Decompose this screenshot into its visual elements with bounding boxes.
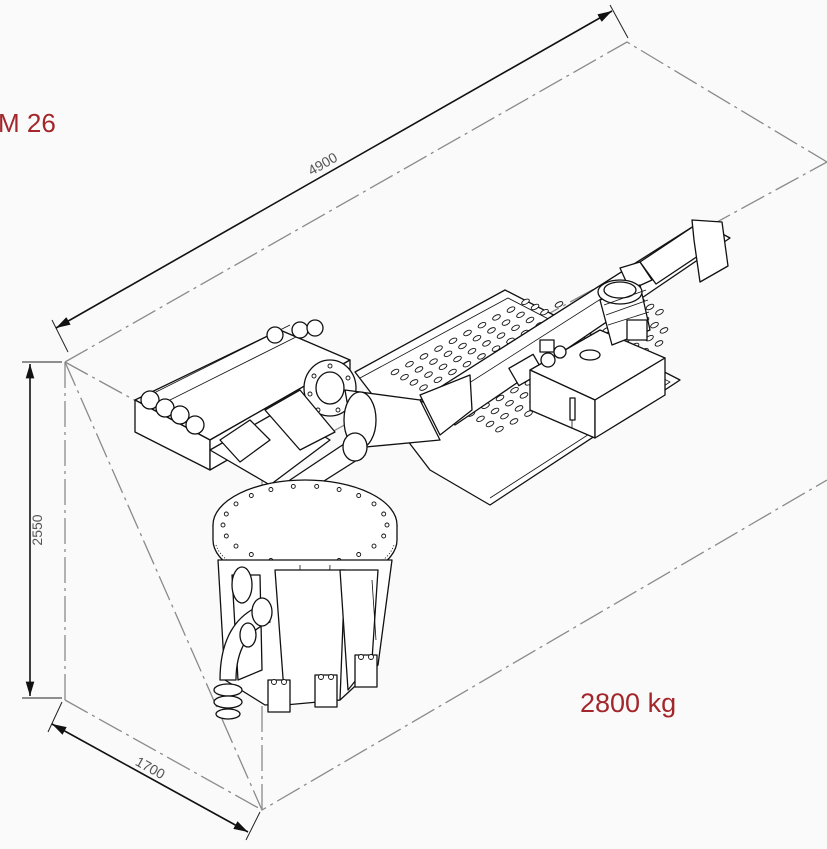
- platform-hole: [659, 327, 669, 334]
- platform-hole: [521, 298, 530, 306]
- platform-hole: [419, 353, 429, 360]
- ring-bolt-hole: [248, 552, 254, 557]
- platform-hole: [505, 399, 514, 407]
- ring-bolt-hole: [371, 501, 377, 507]
- platform-hole: [540, 308, 549, 316]
- platform-hole: [500, 412, 509, 420]
- platform-hole: [424, 371, 433, 378]
- platform-hole: [458, 342, 467, 350]
- platform-hole: [405, 360, 414, 368]
- platform-hole: [496, 332, 506, 339]
- platform-hole: [477, 321, 487, 329]
- platform-hole: [485, 420, 495, 428]
- hydraulic-unit: [529, 279, 666, 439]
- machine-drawing: [134, 219, 731, 720]
- ring-bolt-hole: [223, 533, 229, 539]
- platform-hole: [501, 319, 511, 326]
- platform-hole: [655, 308, 664, 316]
- boom-arm: [419, 219, 731, 436]
- platform-hole: [514, 405, 524, 412]
- platform-hole: [409, 379, 419, 386]
- platform-hole: [510, 386, 519, 394]
- platform-hole: [509, 418, 519, 425]
- platform-hole: [476, 415, 485, 423]
- platform-hole: [645, 303, 655, 311]
- elbow-pipe: [213, 566, 273, 720]
- ring-bolt-hole: [384, 522, 390, 528]
- platform-hole: [525, 316, 535, 324]
- platform-hole: [463, 329, 472, 337]
- platform-hole: [472, 334, 482, 342]
- ring-bolt-hole: [233, 543, 239, 549]
- platform-hole: [414, 366, 424, 373]
- platform-hole: [462, 360, 472, 368]
- platform-hole: [519, 392, 529, 399]
- platform-hole: [438, 363, 448, 371]
- dimension-length: 4900: [51, 4, 629, 353]
- ring-bolt-hole: [220, 522, 226, 528]
- ring-bolt-hole: [248, 493, 254, 498]
- platform-hole: [429, 358, 438, 365]
- platform-hole: [477, 353, 486, 360]
- ring-bolt-hole: [336, 487, 342, 492]
- platform-hole: [506, 306, 516, 313]
- ring-bolt-hole: [314, 483, 320, 489]
- dimension-height: 2550: [22, 361, 62, 699]
- dimension-height-label: 2550: [29, 514, 45, 545]
- model-label: M 26: [0, 108, 56, 138]
- ring-bolt-hole: [268, 487, 274, 492]
- platform-hole: [492, 314, 501, 321]
- platform-hole: [419, 384, 428, 391]
- ring-bolt-hole: [356, 493, 362, 498]
- platform-hole: [467, 347, 477, 355]
- platform-hole: [443, 350, 453, 358]
- dimension-length-label: 4900: [305, 149, 340, 178]
- platform-hole: [650, 321, 659, 329]
- platform-hole: [400, 373, 409, 381]
- platform-hole: [434, 345, 443, 352]
- ring-bolt-hole: [371, 543, 377, 549]
- ring-bolt-hole: [223, 511, 229, 517]
- platform-hole: [516, 311, 525, 319]
- ring-bolt-hole: [381, 511, 387, 517]
- platform-hole: [654, 340, 664, 347]
- platform-hole: [495, 425, 504, 433]
- platform-hole: [487, 327, 496, 334]
- platform-hole: [448, 368, 457, 376]
- ring-bolt-hole: [356, 552, 362, 557]
- platform-hole: [495, 394, 505, 402]
- platform-hole: [530, 303, 540, 311]
- platform-hole: [433, 376, 443, 384]
- ring-bolt-hole: [233, 501, 239, 507]
- platform-hole: [448, 337, 458, 345]
- platform-hole: [554, 301, 564, 308]
- weight-label: 2800 kg: [580, 688, 676, 718]
- ring-bolt-hole: [290, 483, 296, 489]
- platform-hole: [511, 324, 520, 332]
- dimension-width: 1700: [47, 701, 261, 841]
- platform-hole: [453, 355, 462, 363]
- platform-hole: [390, 368, 400, 376]
- platform-hole: [490, 407, 500, 415]
- ring-bolt-hole: [381, 533, 387, 539]
- platform-hole: [482, 340, 491, 347]
